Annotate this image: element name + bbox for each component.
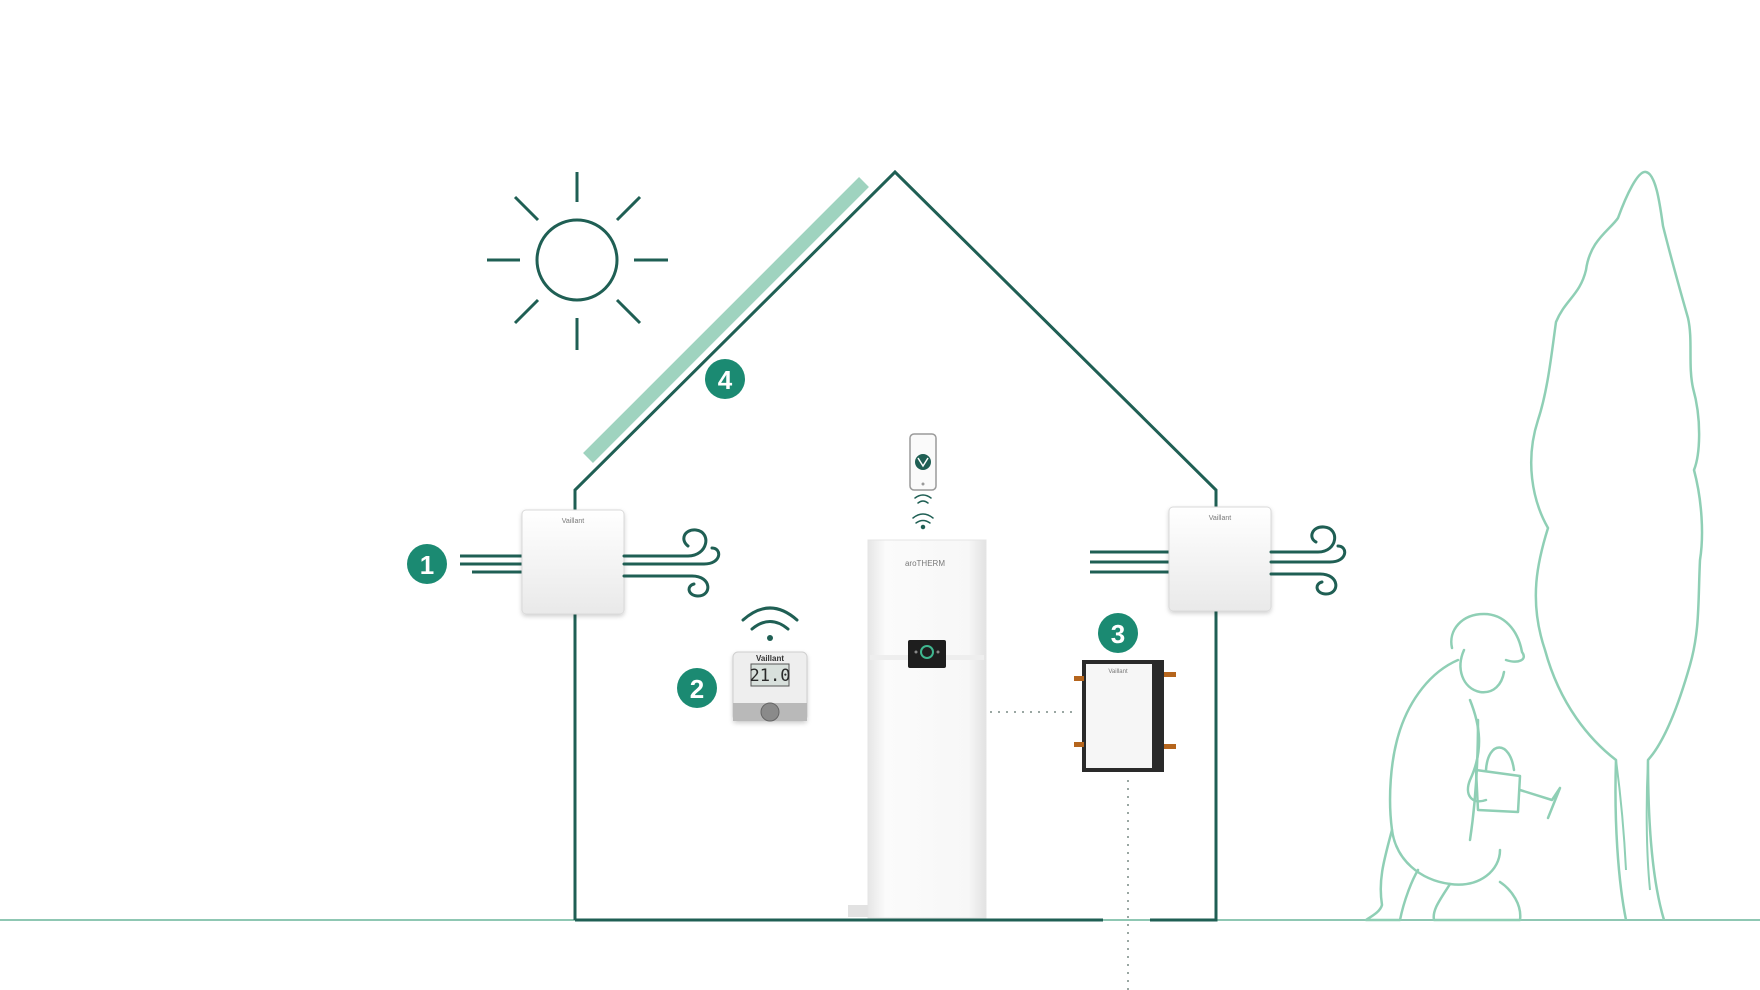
- wifi-icon: [741, 606, 799, 641]
- thermostat-display: 21.0: [750, 666, 791, 686]
- wind-icon: [622, 528, 721, 598]
- marker-2-label: 2: [690, 674, 704, 704]
- marker-1: 1: [407, 544, 447, 584]
- wifi-icon: [912, 494, 934, 530]
- marker-3: 3: [1098, 613, 1138, 653]
- pipe-connection: [990, 711, 1129, 990]
- thermostat-brand: Vaillant: [756, 654, 784, 663]
- marker-2: 2: [677, 668, 717, 708]
- ventilation-unit-left-brand: Vaillant: [562, 518, 584, 525]
- tree-trunk: [1615, 759, 1651, 891]
- svg-text:Vaillant: Vaillant: [1108, 669, 1128, 675]
- sun-icon: [487, 172, 668, 350]
- thermostat: [732, 651, 808, 722]
- marker-4: 4: [705, 359, 745, 399]
- marker-3-label: 3: [1111, 619, 1125, 649]
- ventilation-unit-right: [1168, 506, 1272, 612]
- ventilation-unit-left: [521, 509, 625, 615]
- svg-text:aroTHERM: aroTHERM: [905, 559, 945, 568]
- hydraulic-station: Vaillant: [1074, 660, 1176, 772]
- solar-panel: [583, 177, 869, 463]
- smartphone-icon: [909, 433, 937, 491]
- wind-icon: [1269, 525, 1347, 596]
- marker-1-label: 1: [420, 550, 434, 580]
- tree-silhouette: [1529, 170, 1704, 921]
- ventilation-unit-right-brand: Vaillant: [1209, 515, 1231, 522]
- air-intake-lines-left: [460, 554, 522, 574]
- heat-pump-tower: aroTHERM: [848, 539, 987, 919]
- tower-control-panel: [908, 640, 946, 668]
- marker-4-label: 4: [718, 365, 733, 395]
- air-intake-lines-right: [1090, 550, 1170, 574]
- gardener-silhouette: [1364, 612, 1562, 922]
